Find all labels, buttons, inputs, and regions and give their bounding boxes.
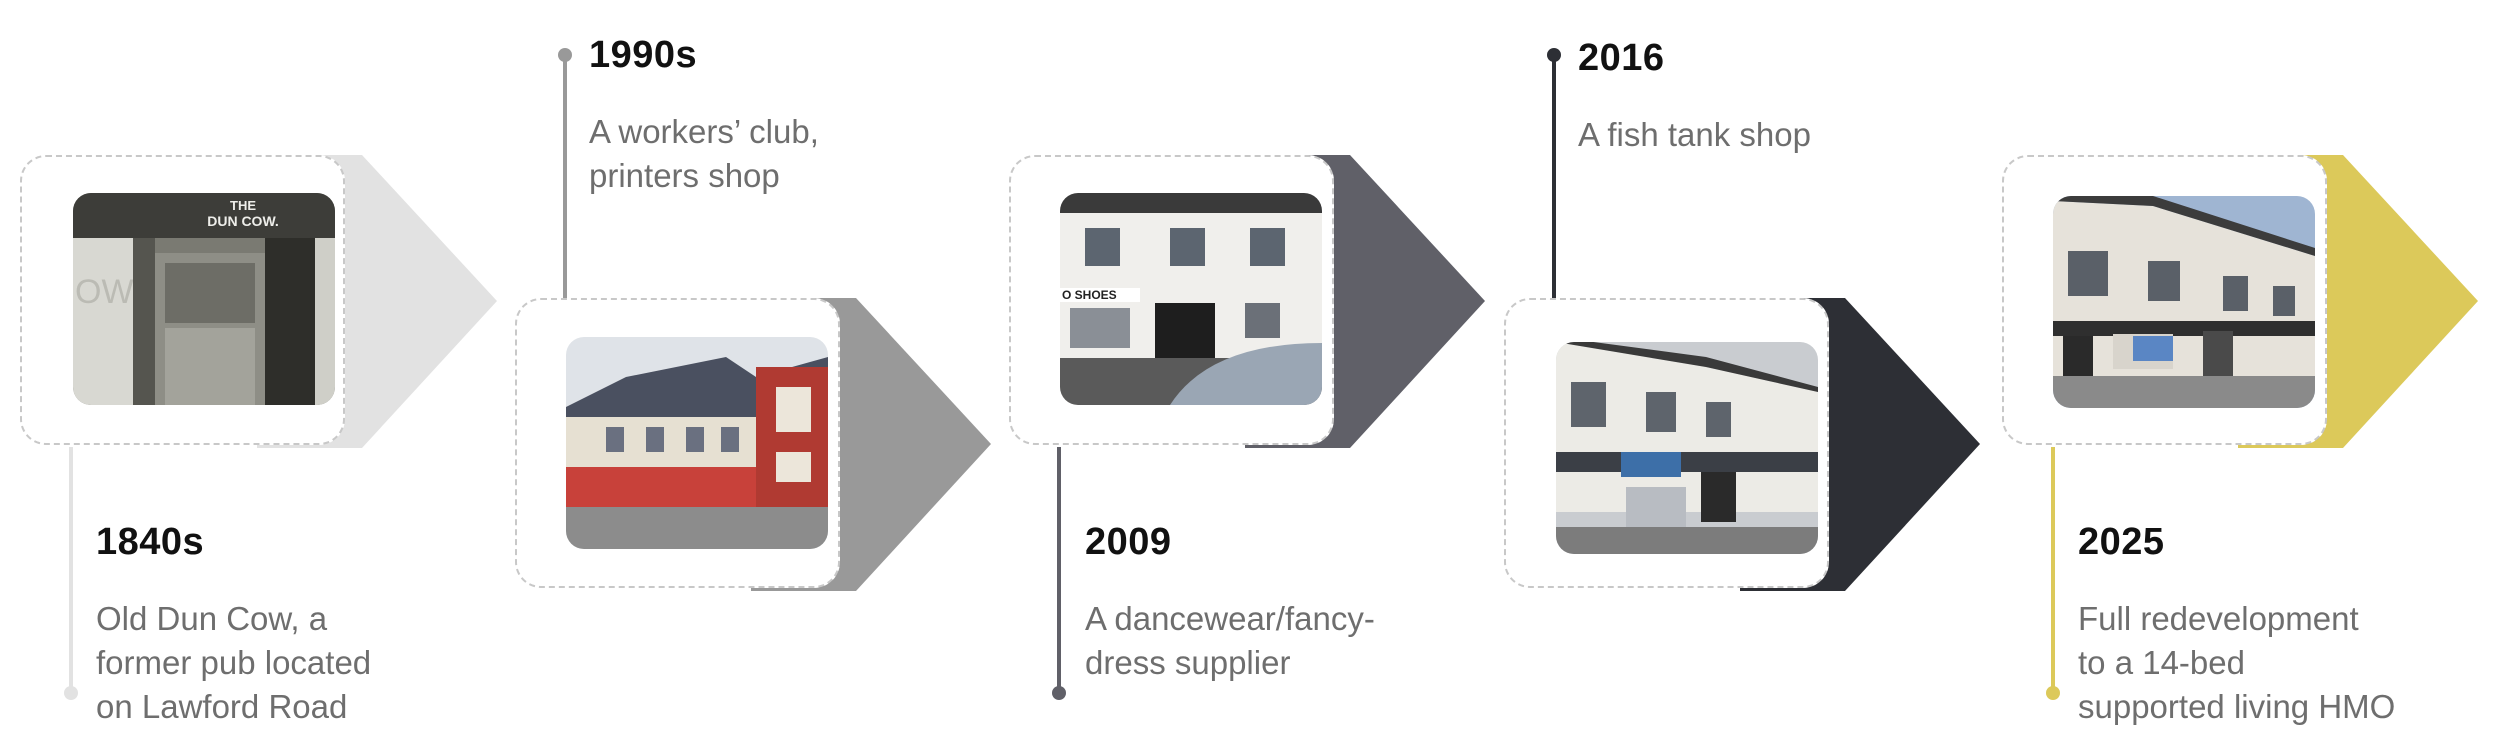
shop-front-image: O SHOES <box>1060 193 1322 405</box>
wall-text: OW <box>75 273 134 311</box>
description-line: A workers’ club, <box>589 113 819 150</box>
photo-1990s <box>566 337 828 549</box>
description-2025: Full redevelopment to a 14-bed supported… <box>2078 597 2395 729</box>
description-line: A dancewear/fancy- <box>1085 600 1375 637</box>
description-line: dress supplier <box>1085 644 1291 681</box>
year-2009: 2009 <box>1085 521 1172 563</box>
description-1840s: Old Dun Cow, a former pub located on Law… <box>96 597 371 729</box>
description-line: printers shop <box>589 157 780 194</box>
connector-1990s <box>563 55 567 300</box>
connector-dot-1840s <box>64 686 78 700</box>
shop-sign-text: O SHOES <box>1062 288 1117 302</box>
year-1840s: 1840s <box>96 521 205 563</box>
connector-2016 <box>1552 55 1556 300</box>
description-line: on Lawford Road <box>96 688 348 725</box>
connector-1840s <box>69 447 73 692</box>
photo-2009: O SHOES <box>1060 193 1322 405</box>
photo-2025 <box>2053 196 2315 408</box>
connector-2009 <box>1057 447 1061 692</box>
year-1990s: 1990s <box>589 34 698 76</box>
sign-text-dun-cow: DUN COW. <box>207 213 279 229</box>
redeveloped-building-image <box>2053 196 2315 408</box>
connector-dot-2025 <box>2046 686 2060 700</box>
description-2016: A fish tank shop <box>1578 113 1811 157</box>
description-line: former pub located <box>96 644 372 681</box>
description-line: supported living HMO <box>2078 688 2396 725</box>
description-line: Full redevelopment <box>2078 600 2359 637</box>
photo-1840s: OW THE DUN COW. <box>73 193 335 405</box>
two-storey-shop-image <box>1556 342 1818 554</box>
description-line: Old Dun Cow, a <box>96 600 328 637</box>
description-2009: A dancewear/fancy- dress supplier <box>1085 597 1375 685</box>
description-1990s: A workers’ club, printers shop <box>589 110 819 198</box>
connector-2025 <box>2051 447 2055 692</box>
year-2025: 2025 <box>2078 521 2165 563</box>
description-line: A fish tank shop <box>1578 116 1811 153</box>
description-line: to a 14-bed <box>2078 644 2245 681</box>
pub-entrance-image: OW THE DUN COW. <box>73 193 335 405</box>
street-corner-building-image <box>566 337 828 549</box>
sign-text-the: THE <box>230 198 256 213</box>
connector-dot-2009 <box>1052 686 1066 700</box>
year-2016: 2016 <box>1578 37 1665 79</box>
photo-2016 <box>1556 342 1818 554</box>
